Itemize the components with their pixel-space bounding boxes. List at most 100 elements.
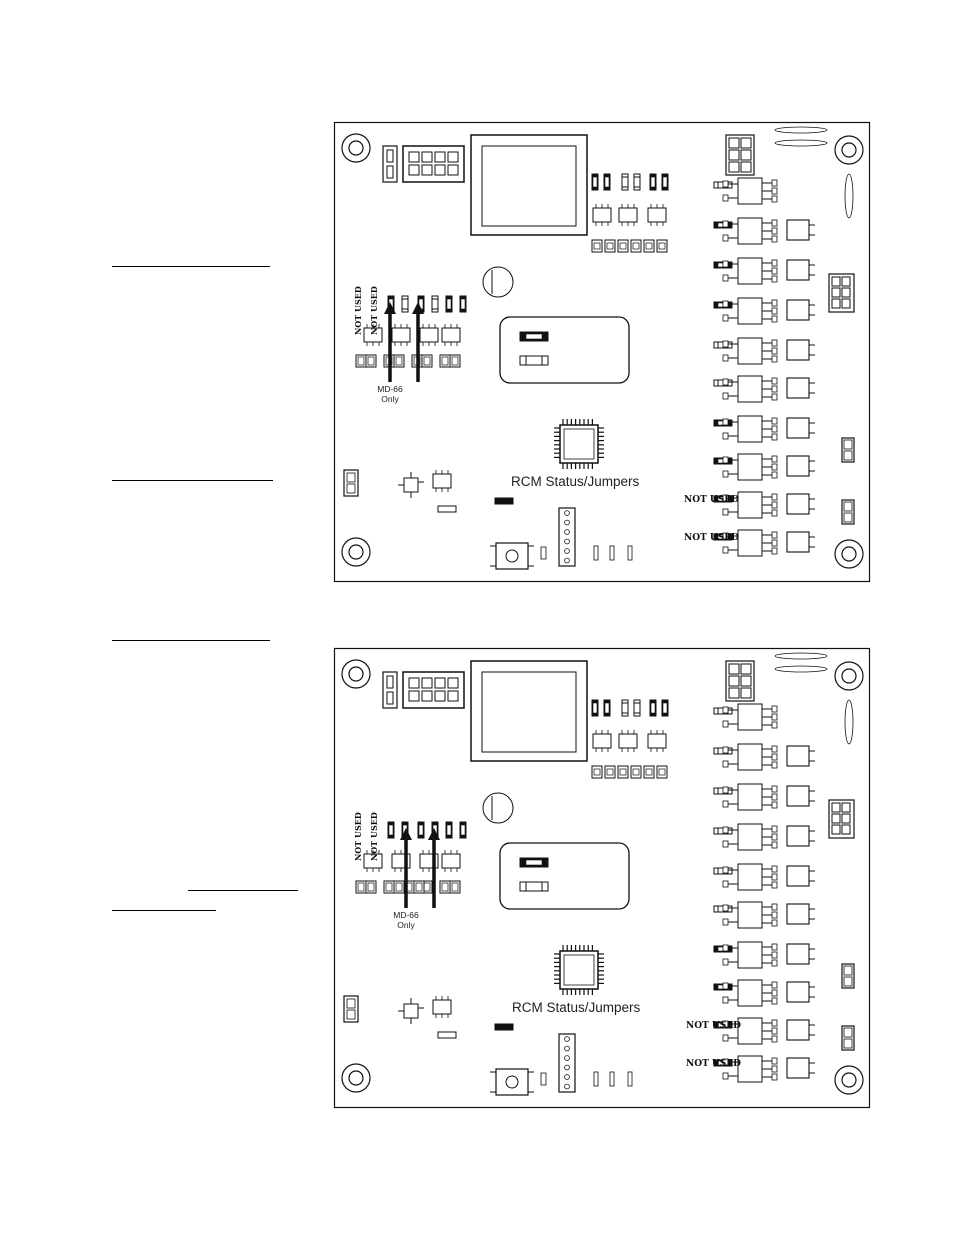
resistor xyxy=(431,295,439,313)
ic-pad xyxy=(771,713,778,721)
resistor-body xyxy=(460,298,466,310)
small-ic xyxy=(592,733,612,749)
connector-pin xyxy=(841,298,851,309)
connector-pin xyxy=(728,675,740,687)
terminal-inner xyxy=(451,882,459,892)
ic-pad xyxy=(771,745,778,753)
terminal-inner xyxy=(423,882,431,892)
resistor xyxy=(621,699,629,717)
not-used-vertical-label-1: NOT USED xyxy=(353,286,363,335)
silkscreen-oval xyxy=(774,665,828,673)
ic-pad xyxy=(722,354,729,362)
ic-pad xyxy=(722,1020,729,1028)
connector-pin xyxy=(841,276,851,287)
ic-pad xyxy=(771,959,778,967)
relay xyxy=(786,339,810,361)
relay xyxy=(786,259,810,281)
ic-pad xyxy=(771,299,778,307)
transistor-ic xyxy=(737,177,763,205)
capacitor-inner xyxy=(645,768,653,776)
connector-pin xyxy=(408,677,420,689)
jumper-pin xyxy=(843,512,853,523)
ic-pad xyxy=(722,800,729,808)
terminal-inner xyxy=(423,356,431,366)
ic-pad xyxy=(722,760,729,768)
ic-pad xyxy=(771,1073,778,1081)
jumper-pin xyxy=(843,450,853,461)
relay xyxy=(786,417,810,439)
jumper-pin xyxy=(843,439,853,450)
mounting-hole-ring xyxy=(834,661,864,691)
connector-pin xyxy=(740,687,752,699)
ic-pad xyxy=(771,509,778,517)
small-ic xyxy=(441,853,461,869)
capacitor-inner xyxy=(632,768,640,776)
ic-pad xyxy=(722,746,729,754)
fuse xyxy=(386,691,394,705)
relay xyxy=(786,745,810,767)
transistor-ic xyxy=(737,297,763,325)
callout-line-2 xyxy=(112,480,273,481)
relay xyxy=(786,943,810,965)
connector-pin xyxy=(740,675,752,687)
terminal-inner xyxy=(415,882,423,892)
connector-pin xyxy=(841,802,851,813)
capacitor-inner xyxy=(658,768,666,776)
ic-pad xyxy=(722,340,729,348)
transistor-ic xyxy=(737,743,763,771)
small-ic xyxy=(647,207,667,223)
resistor xyxy=(609,545,615,561)
transistor-ic xyxy=(737,783,763,811)
connector-pin xyxy=(447,151,459,163)
status-jumper-body xyxy=(525,859,543,866)
ic-pad xyxy=(722,314,729,322)
transistor-ic xyxy=(737,979,763,1007)
transistor-ic xyxy=(737,1017,763,1045)
relay xyxy=(786,377,810,399)
not-used-vertical-label-2: NOT USED xyxy=(369,286,379,335)
small-ic xyxy=(592,207,612,223)
jumper-pin xyxy=(843,1027,853,1038)
terminal-inner xyxy=(357,882,365,892)
jumper-pin xyxy=(843,1038,853,1049)
mounting-hole-ring xyxy=(341,659,371,689)
ic-pad xyxy=(771,433,778,441)
resistor-body xyxy=(604,176,610,188)
ic-pad xyxy=(771,275,778,283)
programming-header xyxy=(558,507,576,567)
resistor-body xyxy=(650,702,656,714)
small-ic xyxy=(618,207,638,223)
md66-arrow-head xyxy=(384,302,396,314)
ic-pad xyxy=(771,377,778,385)
resistor xyxy=(621,173,629,191)
capacitor-inner xyxy=(632,242,640,250)
ic-pad xyxy=(722,392,729,400)
jumper-pin xyxy=(346,472,356,483)
resistor xyxy=(609,1071,615,1087)
ic-pad xyxy=(722,706,729,714)
header-pin xyxy=(564,538,570,545)
ic-pad xyxy=(771,539,778,547)
small-ic xyxy=(647,733,667,749)
ic-pad xyxy=(771,547,778,555)
ic-pad xyxy=(771,259,778,267)
mounting-hole xyxy=(348,1070,364,1086)
resistor-body xyxy=(592,702,598,714)
connector-pin xyxy=(831,802,841,813)
resistor xyxy=(627,1071,633,1087)
header-pin xyxy=(564,557,570,564)
ic-pad xyxy=(771,493,778,501)
led xyxy=(540,546,547,560)
ic-pad xyxy=(771,1057,778,1065)
header-pin xyxy=(564,1083,570,1090)
transformer-core xyxy=(481,671,577,753)
ic-pad xyxy=(771,833,778,841)
relay xyxy=(786,981,810,1003)
ic-pad xyxy=(771,981,778,989)
resistor-body xyxy=(460,824,466,836)
transistor-small xyxy=(403,477,419,493)
ic-pad xyxy=(771,307,778,315)
mounting-hole xyxy=(348,544,364,560)
ic-pad xyxy=(771,455,778,463)
terminal-inner xyxy=(395,882,403,892)
